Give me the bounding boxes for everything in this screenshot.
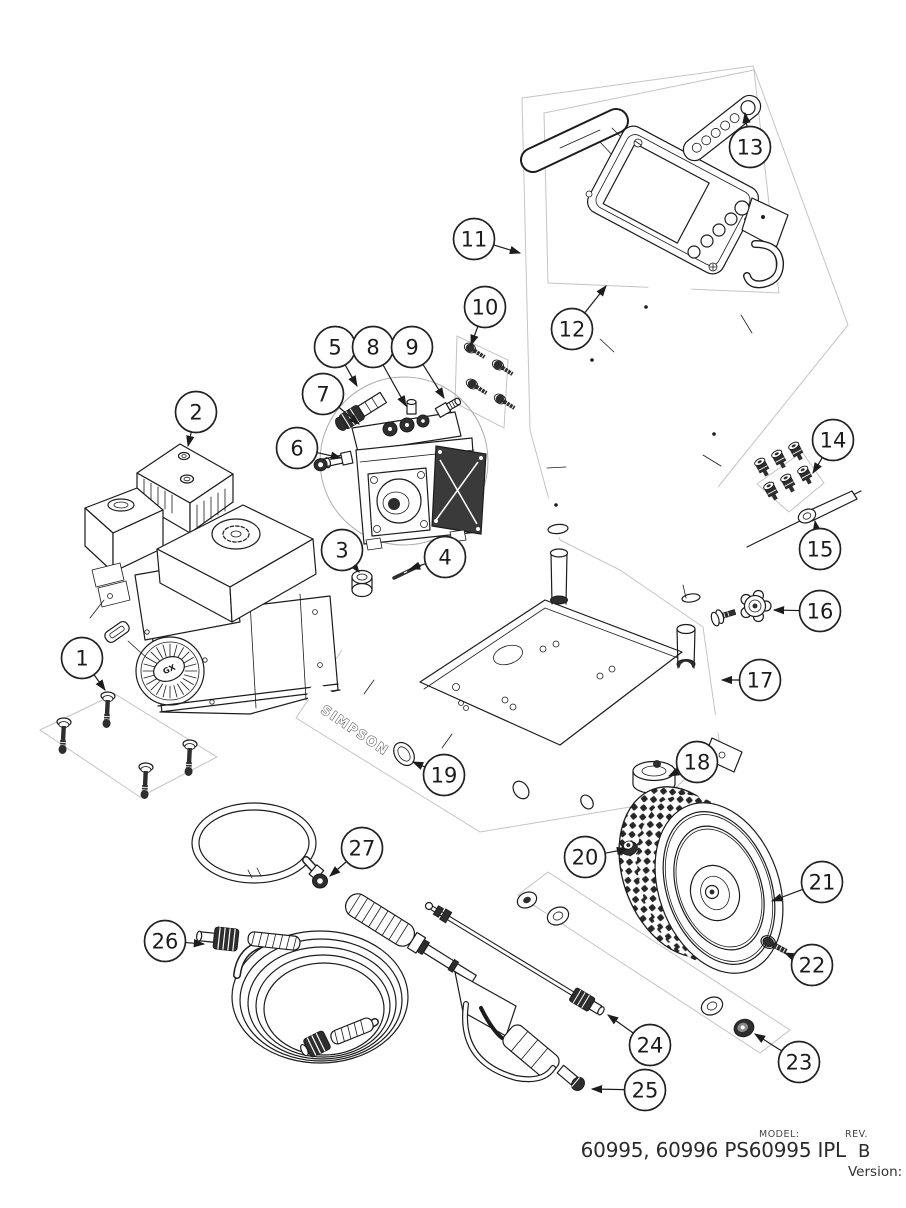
revision-value: B [858, 1141, 871, 1162]
callout-4: 4 [408, 535, 467, 579]
svg-text:6: 6 [290, 437, 303, 461]
svg-text:7: 7 [316, 383, 329, 407]
svg-text:13: 13 [737, 136, 764, 160]
handle-strap-illustration [682, 94, 762, 162]
callout-2: 2 [174, 390, 218, 448]
svg-text:26: 26 [152, 930, 179, 954]
svg-text:11: 11 [461, 228, 488, 252]
pump-mount-bolts [463, 342, 516, 410]
svg-text:10: 10 [472, 296, 499, 320]
callout-15: 15 [798, 519, 842, 571]
svg-text:22: 22 [799, 954, 826, 978]
recoil-fins [142, 643, 198, 699]
callout-14: 14 [811, 418, 855, 475]
svg-text:20: 20 [572, 846, 599, 870]
callout-16: 16 [772, 589, 842, 633]
svg-text:3: 3 [335, 539, 348, 563]
callout-6: 6 [275, 426, 343, 470]
svg-text:18: 18 [684, 751, 711, 775]
model-label: MODEL: [759, 1129, 800, 1140]
version-label: Version: [848, 1164, 903, 1180]
callout-1: 1 [60, 636, 106, 691]
control-panel-illustration [520, 108, 789, 289]
svg-text:8: 8 [366, 336, 379, 360]
callout-26: 26 [143, 919, 206, 963]
callout-21: 21 [770, 860, 844, 904]
garden-hose-coil-illustration [191, 802, 328, 889]
engine-mount-bolts [56, 691, 198, 799]
cleaning-tool-illustration [746, 490, 862, 548]
callout-18: 18 [667, 740, 719, 784]
pressure-hose-illustration [196, 926, 409, 1064]
callout-8: 8 [351, 325, 407, 408]
callout-11: 11 [452, 217, 522, 261]
svg-text:14: 14 [820, 429, 847, 453]
svg-text:27: 27 [349, 837, 376, 861]
spray-gun-illustration [344, 893, 585, 1092]
svg-text:21: 21 [809, 871, 836, 895]
handle-knob-illustration [710, 589, 772, 627]
svg-text:16: 16 [807, 600, 834, 624]
pump-assembly-illustration [313, 376, 489, 598]
callout-24: 24 [607, 1014, 672, 1067]
callout-9: 9 [390, 325, 445, 400]
engine-assembly-illustration: GX [84, 443, 341, 715]
callout-20: 20 [563, 835, 629, 879]
lance-wand-illustration [424, 901, 605, 1016]
handle-frame-illustration [546, 282, 790, 607]
callout-27: 27 [329, 826, 384, 877]
callout-3: 3 [320, 528, 364, 573]
svg-text:1: 1 [75, 647, 88, 671]
wheel-illustration [618, 786, 784, 974]
svg-text:19: 19 [431, 764, 458, 788]
svg-text:17: 17 [747, 669, 774, 693]
callout-22: 22 [783, 943, 834, 987]
spray-nozzles-illustration [754, 441, 813, 501]
callout-19: 19 [411, 753, 466, 797]
svg-text:5: 5 [328, 336, 341, 360]
svg-text:25: 25 [632, 1079, 659, 1103]
callout-5: 5 [313, 325, 358, 388]
callout-17: 17 [720, 658, 782, 702]
callout-12: 12 [550, 285, 607, 351]
svg-text:15: 15 [807, 538, 834, 562]
callout-23: 23 [753, 1033, 821, 1084]
svg-text:4: 4 [438, 546, 451, 570]
svg-text:23: 23 [786, 1051, 813, 1075]
axle-hardware-illustration [516, 840, 788, 1038]
callout-10: 10 [463, 285, 507, 347]
revision-label: REV. [845, 1129, 868, 1140]
svg-text:24: 24 [637, 1034, 664, 1058]
svg-text:2: 2 [189, 401, 202, 425]
callout-25: 25 [590, 1068, 667, 1112]
svg-text:9: 9 [405, 336, 418, 360]
oring-cap-illustration [351, 569, 373, 598]
callout-13: 13 [728, 111, 772, 169]
model-number-text: 60995, 60996 PS60995 IPL [580, 1138, 847, 1162]
svg-text:12: 12 [559, 318, 586, 342]
callout-7: 7 [301, 372, 360, 425]
